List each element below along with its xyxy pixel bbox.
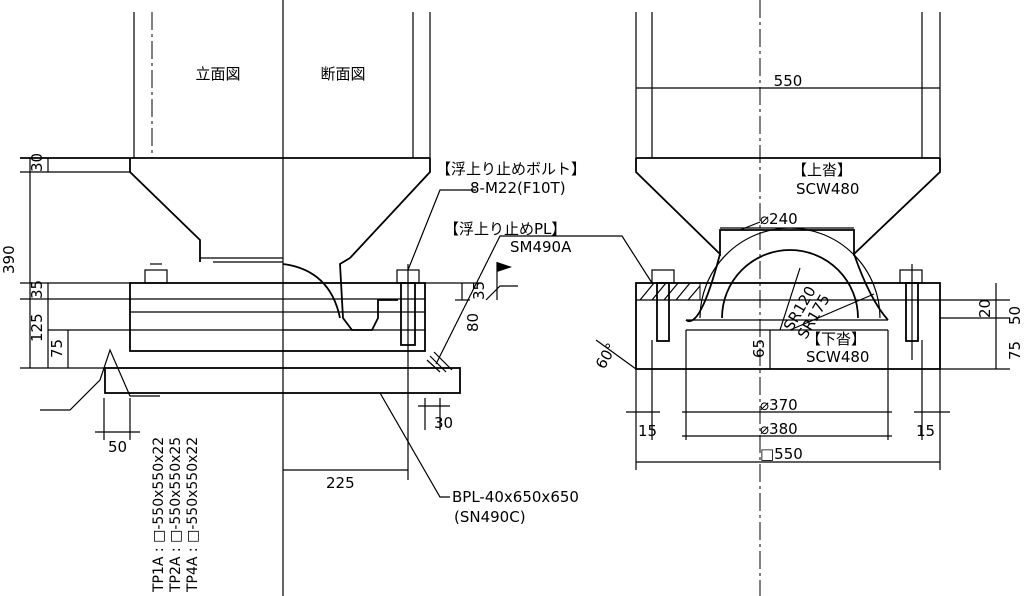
- bpl-callout-mat: (SN490C): [454, 508, 526, 526]
- plate-callout-spec: SM490A: [510, 238, 572, 256]
- tp-list-item: TP1A : □-550x550x22: [151, 437, 167, 593]
- plate-callout-title: 【浮上り止めPL】: [444, 220, 566, 238]
- dim-390: 390: [0, 245, 18, 274]
- dim-75-r: 75: [1006, 341, 1024, 360]
- bolt-left: [144, 263, 168, 284]
- dim-15-left: 15: [638, 422, 657, 440]
- bpl-callout-spec: BPL-40x650x650: [452, 488, 579, 506]
- dim-20: 20: [976, 299, 994, 318]
- lower-callout-title: 【下沓】: [806, 330, 866, 348]
- dim-75-left: 75: [48, 339, 66, 358]
- dim-angle: 60°: [592, 340, 621, 372]
- dim-240: ⌀240: [760, 210, 798, 228]
- dim-35: 35: [28, 280, 46, 299]
- bolt-callout-title: 【浮上り止めボルト】: [436, 160, 586, 178]
- dim-80: 80: [464, 313, 482, 332]
- dim-50: 50: [108, 438, 127, 456]
- dim-380: ⌀380: [760, 420, 798, 438]
- tp-list-item: TP4A : □-550x550x22: [185, 437, 201, 593]
- dim-550-bot: □550: [760, 445, 803, 463]
- right-view: 550 ⌀240 SR120 SR175 【上沓】 SCW480: [592, 0, 1024, 596]
- dim-30-top: 30: [28, 153, 46, 172]
- bolt-callout-spec: 8-M22(F10T): [470, 179, 566, 197]
- left-view: 立面図 断面図: [0, 0, 606, 596]
- dim-370: ⌀370: [760, 396, 798, 414]
- bolt-right: [396, 264, 420, 480]
- tp-list-item: TP2A : □-550x550x25: [168, 437, 184, 593]
- dim-225: 225: [326, 474, 355, 492]
- dim-30-bot: 30: [434, 414, 453, 432]
- elevation-label: 立面図: [195, 65, 240, 83]
- dim-50-r: 50: [1006, 306, 1024, 325]
- section-label: 断面図: [320, 65, 365, 83]
- dim-550-top: 550: [774, 72, 803, 90]
- lower-callout-spec: SCW480: [806, 348, 869, 366]
- upper-callout-title: 【上沓】: [792, 161, 852, 179]
- dim-125: 125: [28, 313, 46, 342]
- dim-65: 65: [750, 339, 768, 358]
- dim-15-right: 15: [916, 422, 935, 440]
- upper-callout-spec: SCW480: [796, 180, 859, 198]
